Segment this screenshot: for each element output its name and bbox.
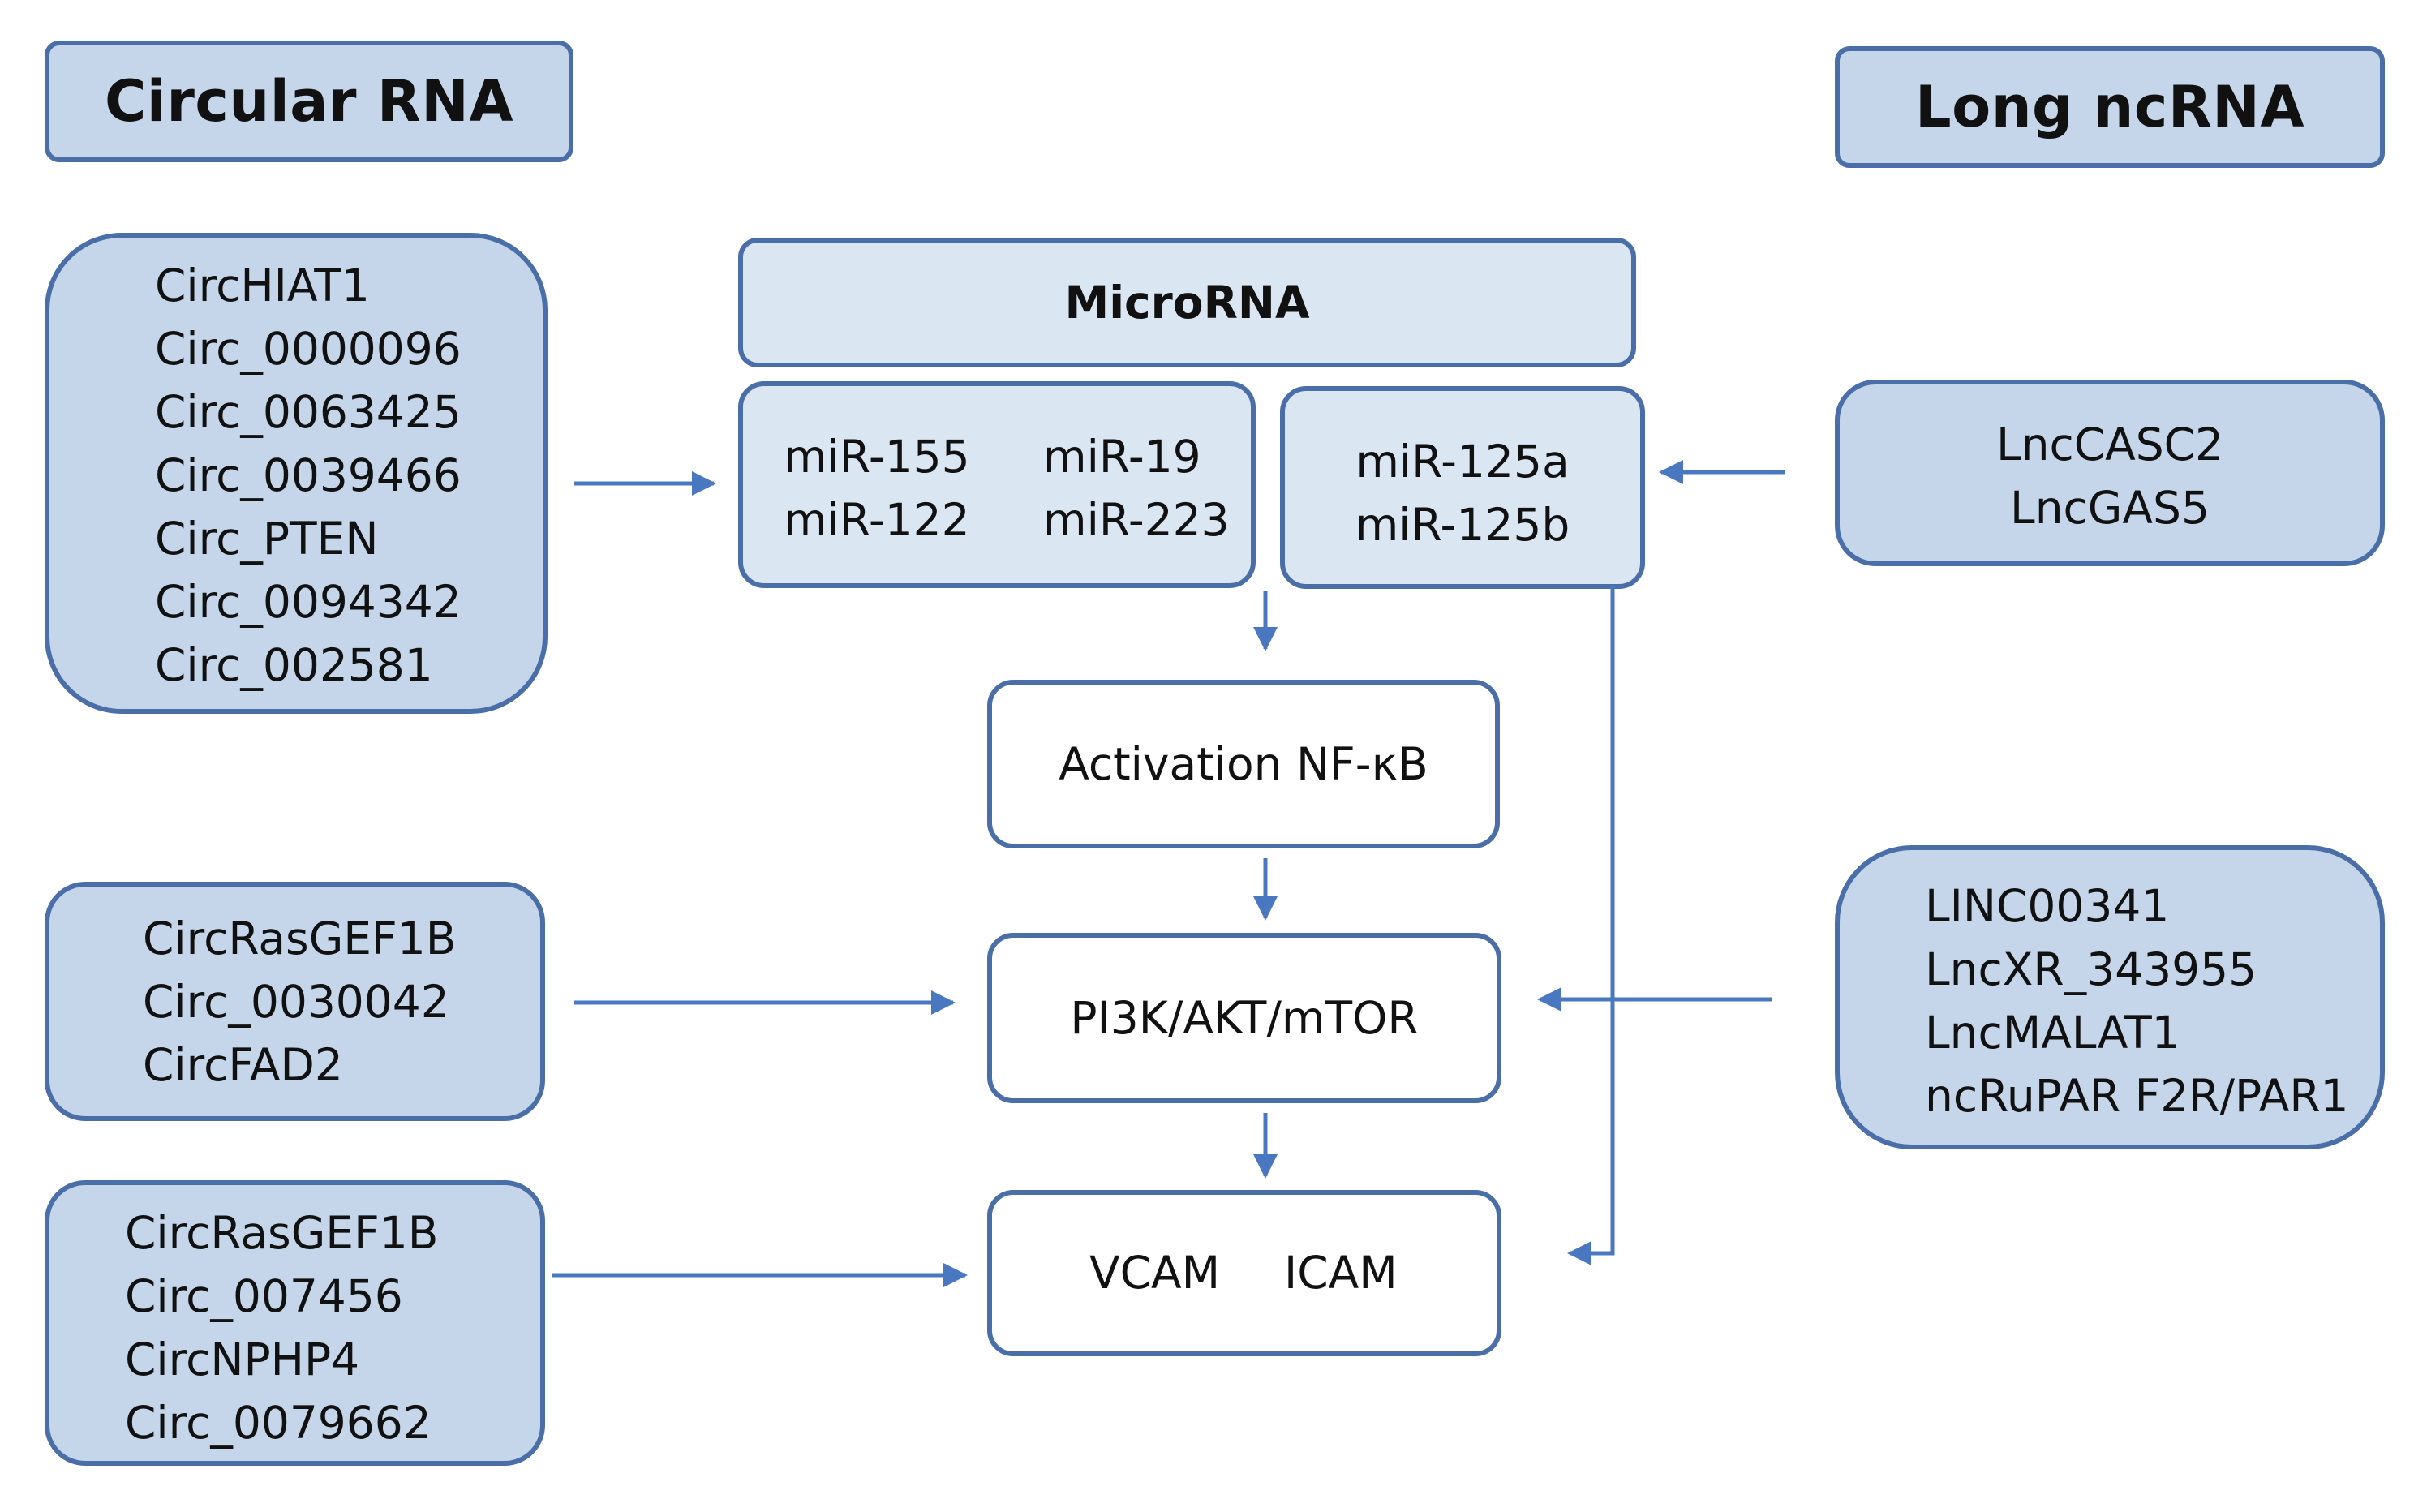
lnc-item: ncRuPAR F2R/PAR1 xyxy=(1925,1070,2349,1122)
mirna-item: miR-125b xyxy=(1355,499,1570,551)
circ-group-1-box: CircHIAT1 Circ_0000096 Circ_0063425 Circ… xyxy=(45,233,548,714)
mirna-item: miR-19 xyxy=(1043,431,1201,483)
circ-group-3-box: CircRasGEF1B Circ_007456 CircNPHP4 Circ_… xyxy=(45,1180,545,1466)
mirna-item: miR-155 xyxy=(784,431,970,483)
lnc-item: LncGAS5 xyxy=(2010,482,2210,534)
mirna-col-1: miR-155 miR-122 xyxy=(784,425,970,552)
microrna-title: MicroRNA xyxy=(1064,277,1310,329)
lnc-group-1-box: LncCASC2 LncGAS5 xyxy=(1835,380,2385,566)
circ-group-1-list: CircHIAT1 Circ_0000096 Circ_0063425 Circ… xyxy=(155,254,462,697)
lnc-group-1-list: LncCASC2 LncGAS5 xyxy=(1840,413,2380,539)
circular-rna-header: Circular RNA xyxy=(45,41,573,162)
circ-item: Circ_0094342 xyxy=(155,576,462,628)
pi3k-label: PI3K/AKT/mTOR xyxy=(1070,992,1419,1044)
circ-item: CircRasGEF1B xyxy=(143,913,457,964)
microrna-header: MicroRNA xyxy=(738,238,1636,367)
lnc-item: LINC00341 xyxy=(1925,880,2170,932)
mirna-item: miR-223 xyxy=(1043,494,1230,546)
arrow-mir125-to-adhesion xyxy=(1567,586,1615,1265)
circ-item: CircFAD2 xyxy=(143,1039,343,1091)
circ-item: Circ_002581 xyxy=(155,639,433,691)
adhesion-molecules-box: VCAM ICAM xyxy=(987,1190,1501,1356)
circ-item: Circ_0039466 xyxy=(155,449,462,501)
circ-item: CircRasGEF1B xyxy=(125,1207,439,1259)
mirna-right-list: miR-125a miR-125b xyxy=(1285,430,1640,556)
lnc-item: LncCASC2 xyxy=(1995,419,2224,470)
mirna-col-2: miR-19 miR-223 xyxy=(1043,425,1230,552)
circ-item: Circ_0030042 xyxy=(143,976,449,1028)
circ-item: Circ_0000096 xyxy=(155,323,462,375)
circ-item: CircHIAT1 xyxy=(155,260,370,311)
circ-item: Circ_0063425 xyxy=(155,386,462,438)
circ-item: Circ_007456 xyxy=(125,1270,403,1322)
circ-item: CircNPHP4 xyxy=(125,1334,360,1385)
pi3k-akt-mtor-box: PI3K/AKT/mTOR xyxy=(987,933,1501,1103)
circular-rna-title: Circular RNA xyxy=(105,68,513,135)
circ-item: Circ_0079662 xyxy=(125,1397,432,1449)
long-ncrna-header: Long ncRNA xyxy=(1835,46,2385,168)
nfkb-activation-box: Activation NF-κB xyxy=(987,680,1500,848)
mirna-item: miR-125a xyxy=(1355,436,1570,488)
lnc-item: LncXR_343955 xyxy=(1925,943,2257,995)
mirna-item: miR-122 xyxy=(784,494,970,546)
icam-label: ICAM xyxy=(1284,1247,1398,1299)
lnc-group-2-list: LINC00341 LncXR_343955 LncMALAT1 ncRuPAR… xyxy=(1925,874,2349,1128)
circ-item: Circ_PTEN xyxy=(155,513,379,565)
circ-group-2-box: CircRasGEF1B Circ_0030042 CircFAD2 xyxy=(45,882,545,1121)
long-ncrna-title: Long ncRNA xyxy=(1915,74,2304,140)
circ-group-2-list: CircRasGEF1B Circ_0030042 CircFAD2 xyxy=(143,907,456,1097)
nfkb-label: Activation NF-κB xyxy=(1059,738,1428,790)
lnc-item: LncMALAT1 xyxy=(1925,1007,2180,1059)
mirna-group-right-box: miR-125a miR-125b xyxy=(1280,386,1645,589)
vcam-label: VCAM xyxy=(1089,1247,1221,1299)
lnc-group-2-box: LINC00341 LncXR_343955 LncMALAT1 ncRuPAR… xyxy=(1835,845,2385,1149)
circ-group-3-list: CircRasGEF1B Circ_007456 CircNPHP4 Circ_… xyxy=(125,1201,438,1454)
mirna-group-left-box: miR-155 miR-122 miR-19 miR-223 xyxy=(738,381,1256,588)
